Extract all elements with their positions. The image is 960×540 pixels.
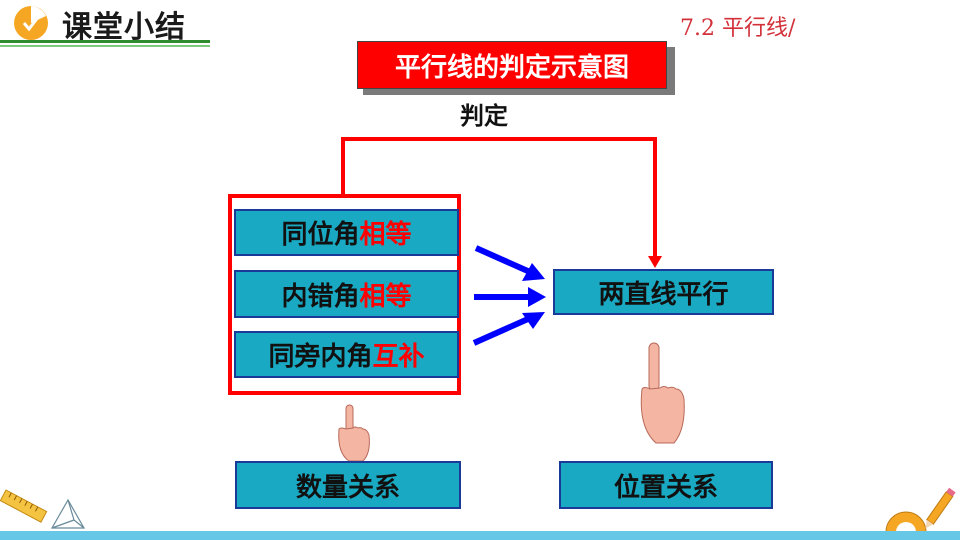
arrow-2 [474,287,546,307]
condition-text: 同位角 [281,214,359,251]
position-relation-box: 位置关系 [559,461,773,509]
condition-highlight: 相等 [360,214,412,251]
ruler-icon [0,490,46,522]
arrow-1 [476,248,545,281]
condition-text: 同旁内角 [268,336,372,373]
pointing-hand-icon [339,405,370,461]
pyramid-icon [52,500,84,528]
pencil-icon [922,488,956,531]
pointing-hand-icon [641,343,684,443]
condition-interior-angles: 同旁内角互补 [234,331,459,378]
condition-corresponding-angles: 同位角相等 [234,209,459,256]
condition-highlight: 相等 [360,276,412,313]
bottom-bar [0,531,960,540]
condition-highlight: 互补 [373,336,425,373]
arrow-3 [474,312,545,343]
quantity-relation-box: 数量关系 [235,461,461,509]
result-box: 两直线平行 [553,269,774,315]
protractor-icon [886,512,926,532]
condition-text: 内错角 [281,276,359,313]
condition-alternate-angles: 内错角相等 [234,270,459,318]
judge-arrowhead [648,256,662,268]
